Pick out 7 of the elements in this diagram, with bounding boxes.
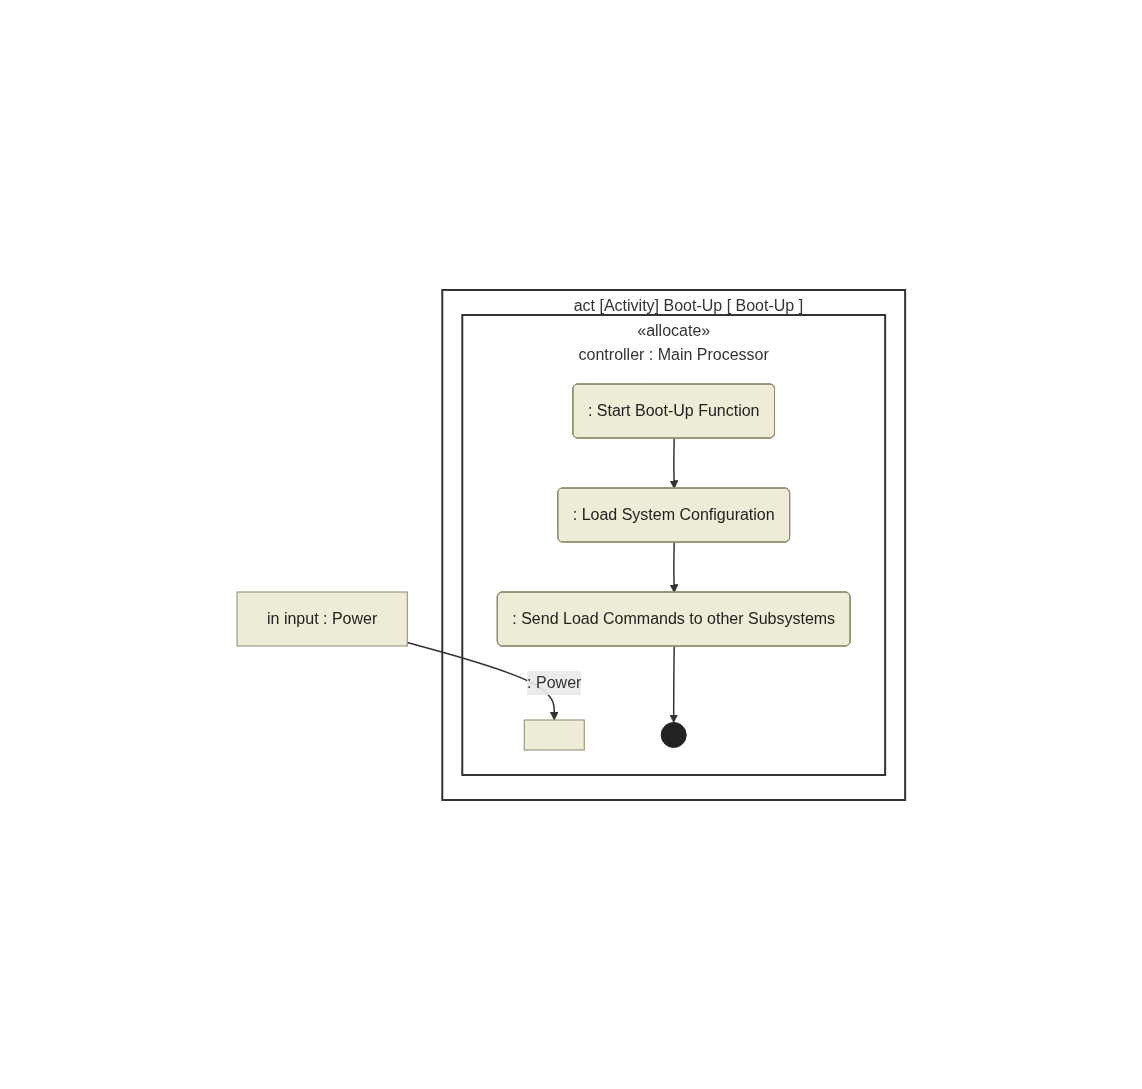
arrow (669, 541, 679, 593)
node-box: in input : Power (236, 591, 408, 646)
node-circle (660, 721, 687, 748)
arrow (669, 437, 679, 489)
arrow (669, 645, 679, 723)
node-box (523, 719, 585, 750)
edge-label: : Power (527, 673, 582, 691)
